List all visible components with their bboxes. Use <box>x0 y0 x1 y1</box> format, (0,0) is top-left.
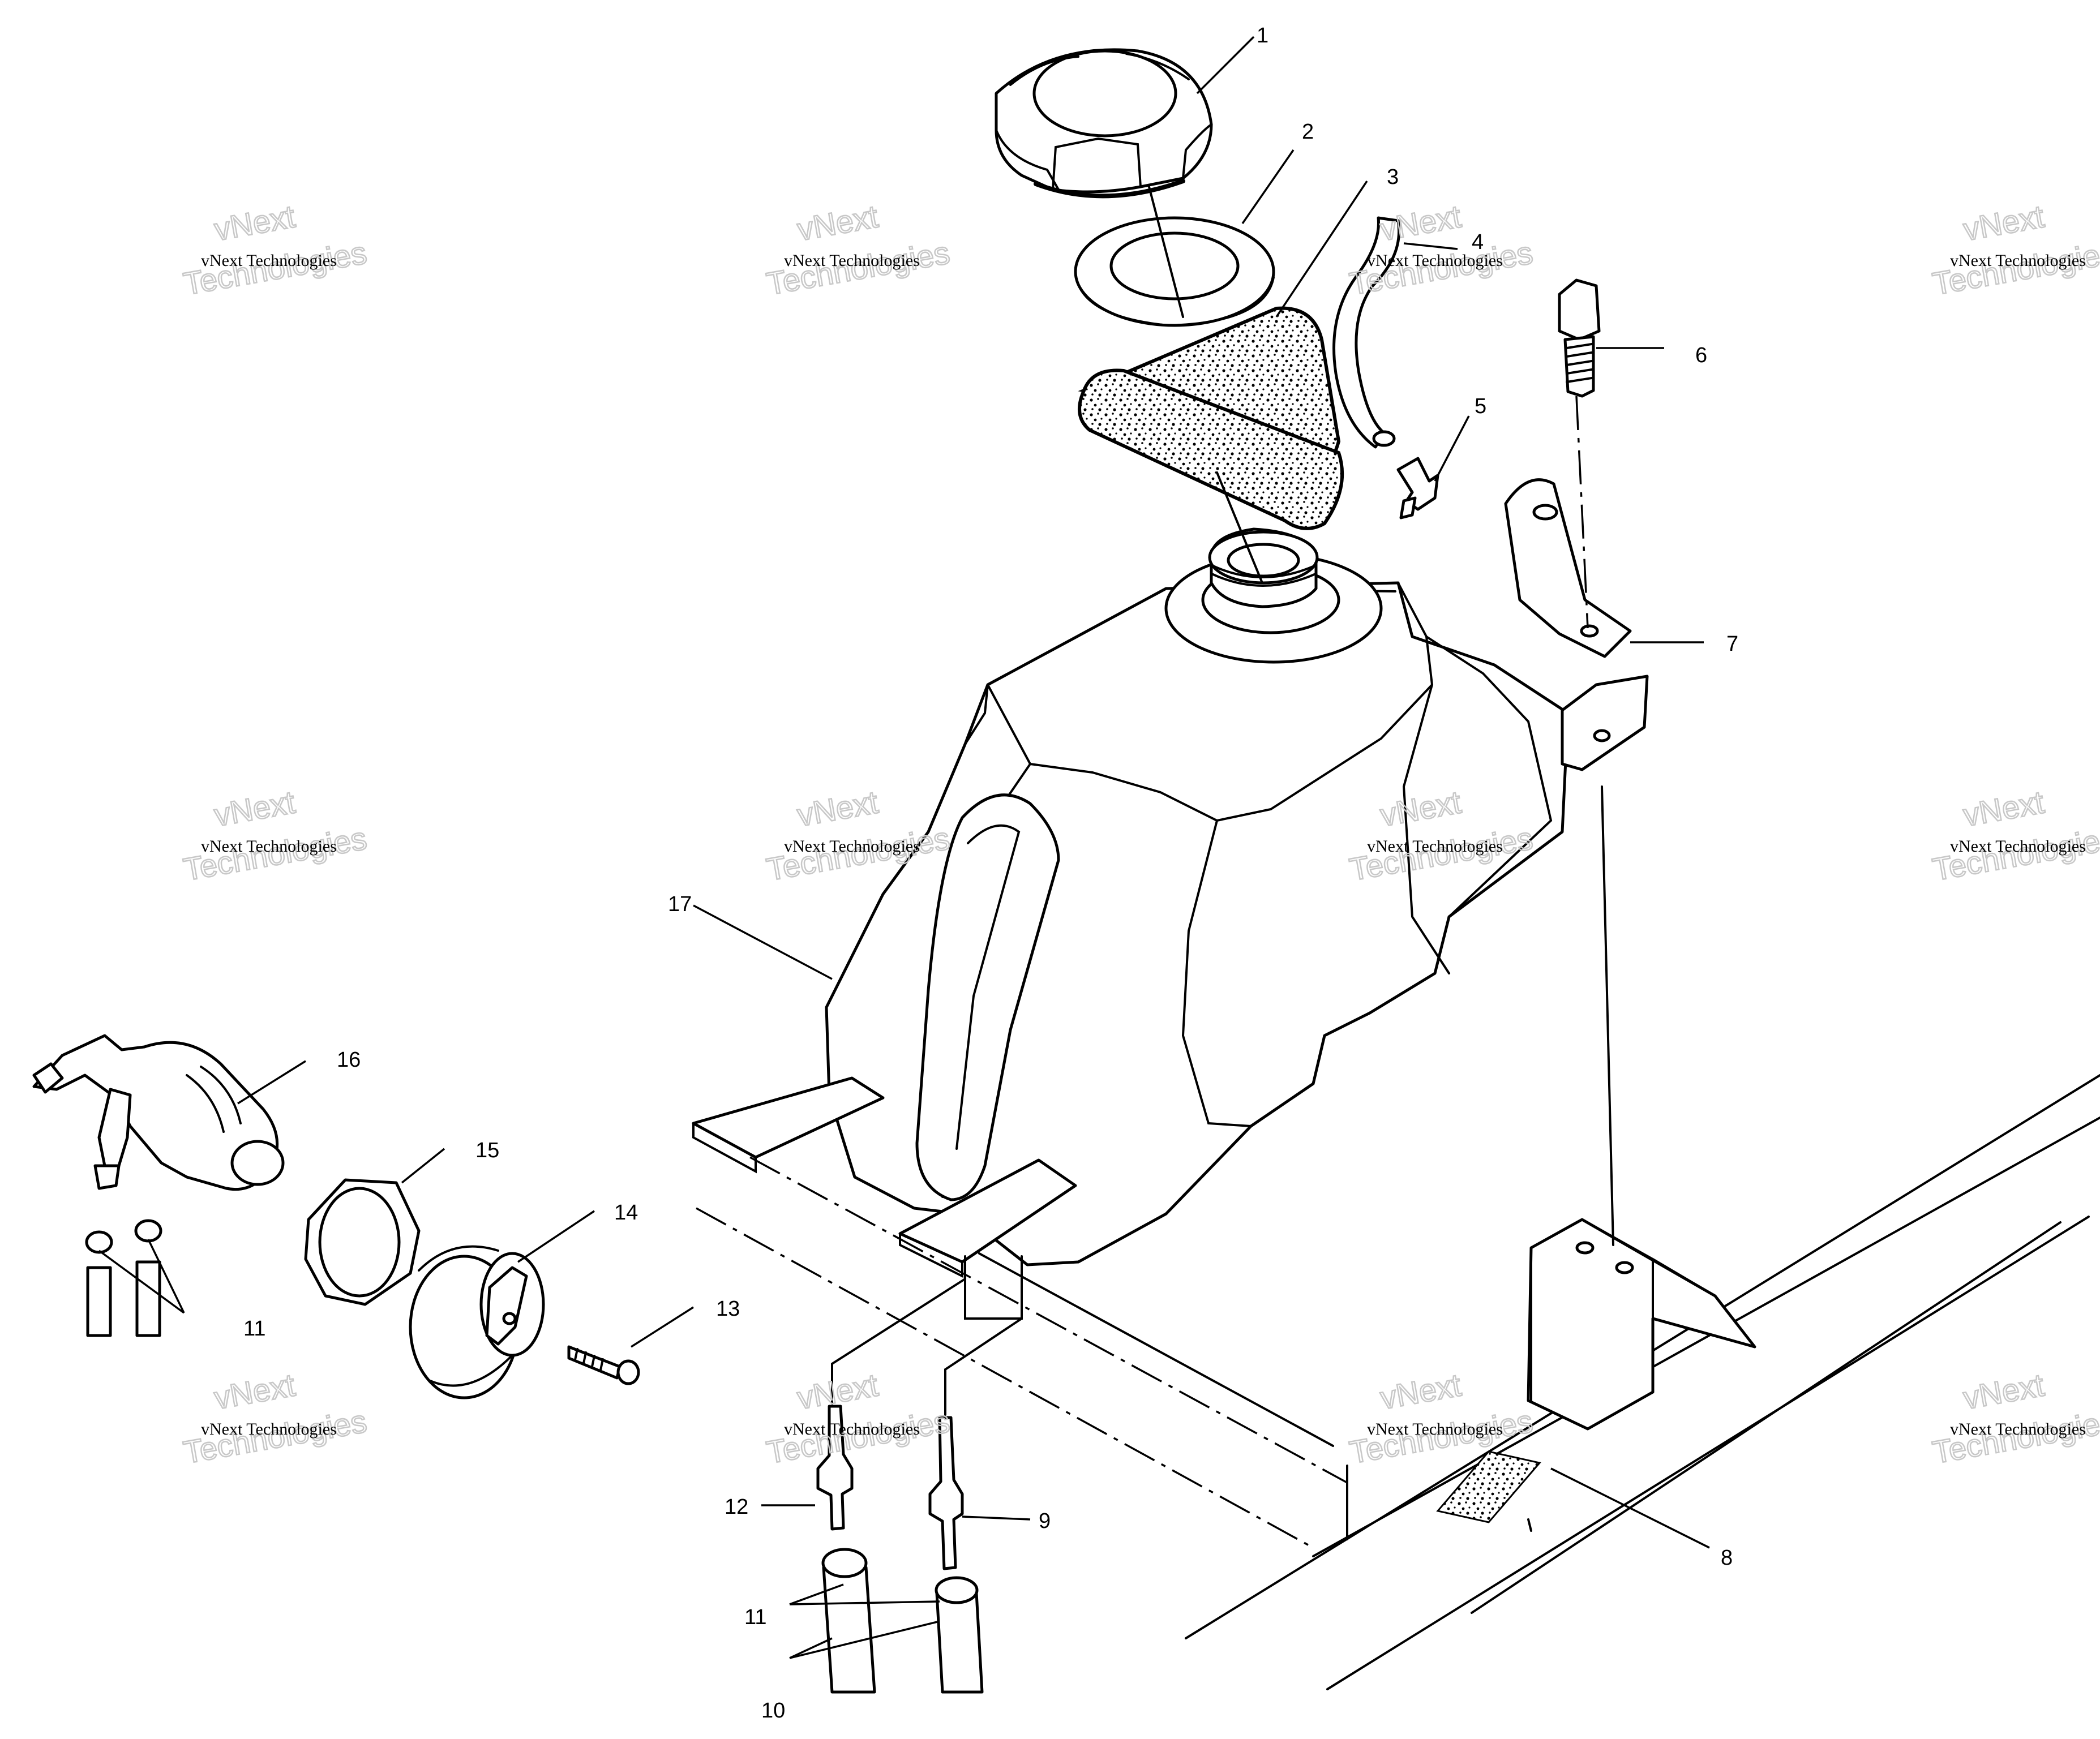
callout-15: 15 <box>475 1139 499 1162</box>
svg-text:vNext Technologies: vNext Technologies <box>1950 251 2086 270</box>
svg-text:vNext Technologies: vNext Technologies <box>784 251 920 270</box>
fuel-gauge <box>409 1245 545 1399</box>
svg-text:vNext Technologies: vNext Technologies <box>1367 837 1503 856</box>
hex-nut <box>304 1178 421 1306</box>
watermark-12: vNext Technologies vNext Technologies <box>1929 1366 2100 1471</box>
frame-mount-bracket <box>1527 1218 1756 1431</box>
callout-leaders <box>98 36 1710 1659</box>
foam-pad-8 <box>1436 1450 1541 1532</box>
watermark-9: vNext Technologies vNext Technologies <box>180 1366 370 1471</box>
callout-16: 16 <box>337 1048 361 1072</box>
bolt <box>1558 278 1601 398</box>
assembly-lines <box>831 186 1614 1416</box>
svg-text:vNext: vNext <box>795 198 881 247</box>
callout-12: 12 <box>725 1495 748 1519</box>
svg-text:vNext: vNext <box>1961 784 2047 833</box>
svg-text:vNext: vNext <box>795 1367 881 1416</box>
callout-13: 13 <box>716 1297 740 1321</box>
fuel-tank <box>692 527 1649 1278</box>
callout-8: 8 <box>1721 1546 1733 1570</box>
foam-strip <box>1078 306 1344 530</box>
fuel-cap <box>995 48 1213 199</box>
fitting-9 <box>928 1416 964 1570</box>
callout-4: 4 <box>1472 230 1484 254</box>
watermark-11: vNext Technologies vNext Technologies <box>1346 1366 1536 1471</box>
watermark-5: vNext Technologies vNext Technologies <box>180 783 370 888</box>
callout-9: 9 <box>1039 1509 1051 1533</box>
callout-14: 14 <box>614 1201 638 1225</box>
svg-text:vNext: vNext <box>212 784 298 833</box>
svg-text:vNext Technologies: vNext Technologies <box>784 837 920 856</box>
svg-text:vNext Technologies: vNext Technologies <box>201 1420 337 1439</box>
watermark-8: vNext Technologies vNext Technologies <box>1929 783 2100 888</box>
callout-10: 10 <box>761 1699 785 1723</box>
mount-bracket <box>1504 478 1632 658</box>
watermark-4: vNext Technologies vNext Technologies <box>1929 197 2100 302</box>
cap-gasket <box>1074 216 1275 327</box>
svg-text:vNext: vNext <box>1961 1367 2047 1416</box>
svg-text:vNext: vNext <box>212 198 298 247</box>
vent-hose <box>1332 216 1401 449</box>
svg-text:vNext: vNext <box>1378 198 1464 247</box>
fuel-pump <box>32 1034 285 1191</box>
callout-7: 7 <box>1726 632 1738 656</box>
callout-17: 17 <box>668 892 692 916</box>
svg-text:vNext Technologies: vNext Technologies <box>784 1420 920 1439</box>
callout-11-left: 11 <box>243 1317 265 1341</box>
svg-text:vNext Technologies: vNext Technologies <box>201 251 337 270</box>
svg-text:vNext: vNext <box>795 784 881 833</box>
callout-labels: 1 2 3 4 5 6 7 8 9 10 11 11 12 13 14 15 1… <box>243 24 1738 1723</box>
svg-text:vNext Technologies: vNext Technologies <box>1950 837 2086 856</box>
fitting-12 <box>816 1405 854 1531</box>
callout-3: 3 <box>1387 165 1399 189</box>
callout-1: 1 <box>1257 24 1268 48</box>
callout-11-lower: 11 <box>744 1605 766 1629</box>
svg-text:vNext: vNext <box>1961 198 2047 247</box>
watermark-10: vNext Technologies vNext Technologies <box>763 1366 953 1471</box>
screw <box>567 1345 640 1385</box>
watermark-3: vNext Technologies vNext Technologies <box>1346 197 1536 302</box>
svg-text:vNext Technologies: vNext Technologies <box>1367 1420 1503 1439</box>
watermark-1: vNext Technologies vNext Technologies <box>180 197 370 302</box>
hose-lower-pair <box>821 1548 984 1694</box>
hose-left-pair <box>85 1219 162 1337</box>
callout-2: 2 <box>1302 120 1314 144</box>
svg-text:vNext Technologies: vNext Technologies <box>1950 1420 2086 1439</box>
callout-6: 6 <box>1695 343 1707 367</box>
svg-text:vNext: vNext <box>212 1367 298 1416</box>
watermark-2: vNext Technologies vNext Technologies <box>763 197 953 302</box>
vent-fitting <box>1396 457 1439 519</box>
callout-5: 5 <box>1475 394 1486 418</box>
svg-text:vNext Technologies: vNext Technologies <box>1367 251 1503 270</box>
frame-rails <box>696 1074 2100 1690</box>
svg-text:vNext Technologies: vNext Technologies <box>201 837 337 856</box>
svg-text:vNext: vNext <box>1378 1367 1464 1416</box>
